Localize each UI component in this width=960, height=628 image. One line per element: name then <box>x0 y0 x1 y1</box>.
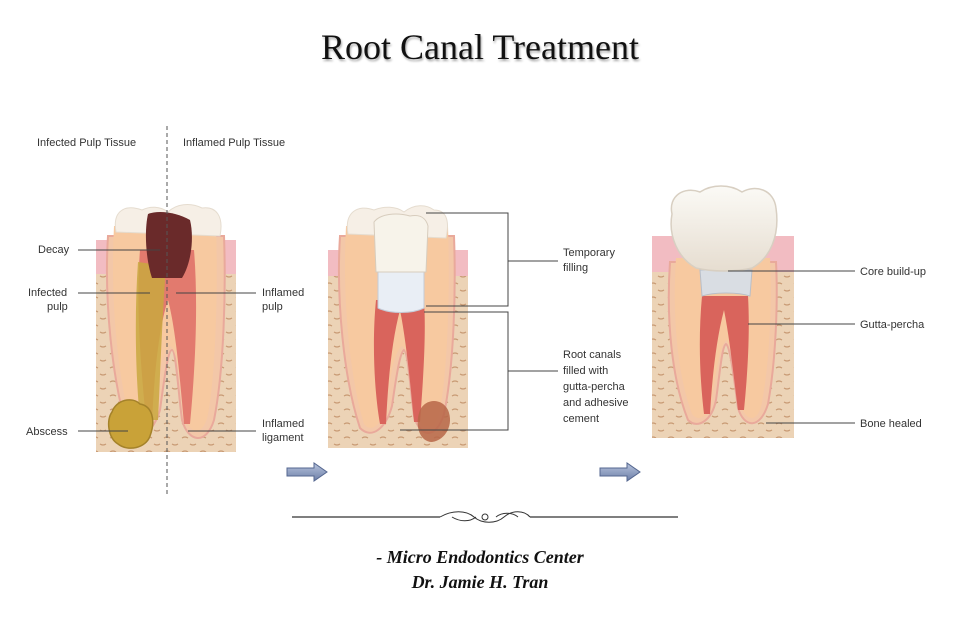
credit-doctor-name: Dr. Jamie H. Tran <box>0 572 960 593</box>
label-root-canals-line1: Root canals <box>563 349 622 361</box>
label-root-canals-line2: filled with <box>563 365 608 377</box>
label-temporary-filling-line1: Temporary <box>563 247 615 259</box>
panel-crowned-tooth: Core build-up Gutta-percha Bone healed <box>652 186 926 438</box>
label-inflamed-ligament-line2: ligament <box>262 432 304 444</box>
label-root-canals-line4: and adhesive <box>563 397 628 409</box>
panel-infected-tooth: Infected Pulp Tissue Inflamed Pulp Tissu… <box>26 126 304 496</box>
label-infected-pulp-line1: Infected <box>28 287 67 299</box>
label-temporary-filling-line2: filling <box>563 262 588 274</box>
label-decay: Decay <box>38 244 70 256</box>
credit-center-name: - Micro Endodontics Center <box>0 547 960 568</box>
arrow-icon <box>287 463 327 481</box>
dental-crown <box>671 186 777 271</box>
label-root-canals-line5: cement <box>563 413 599 425</box>
header-infected-pulp-tissue: Infected Pulp Tissue <box>37 137 136 149</box>
label-bone-healed: Bone healed <box>860 418 922 430</box>
core-buildup <box>700 270 752 296</box>
label-infected-pulp-line2: pulp <box>47 301 68 313</box>
label-inflamed-ligament-line1: Inflamed <box>262 418 304 430</box>
arrow-icon <box>600 463 640 481</box>
label-core-buildup: Core build-up <box>860 266 926 278</box>
label-root-canals-line3: gutta-percha <box>563 381 626 393</box>
label-gutta-percha: Gutta-percha <box>860 319 925 331</box>
panel-temporary-filling-tooth: Temporary filling Root canals filled wit… <box>328 206 628 448</box>
label-inflamed-pulp-line1: Inflamed <box>262 287 304 299</box>
temporary-filling <box>374 214 428 272</box>
ornamental-divider <box>292 512 678 523</box>
decay-cavity <box>146 212 192 278</box>
header-inflamed-pulp-tissue: Inflamed Pulp Tissue <box>183 137 285 149</box>
abscess-area <box>109 400 153 448</box>
label-inflamed-pulp-line2: pulp <box>262 301 283 313</box>
cotton-pellet <box>378 268 424 313</box>
label-abscess: Abscess <box>26 426 68 438</box>
